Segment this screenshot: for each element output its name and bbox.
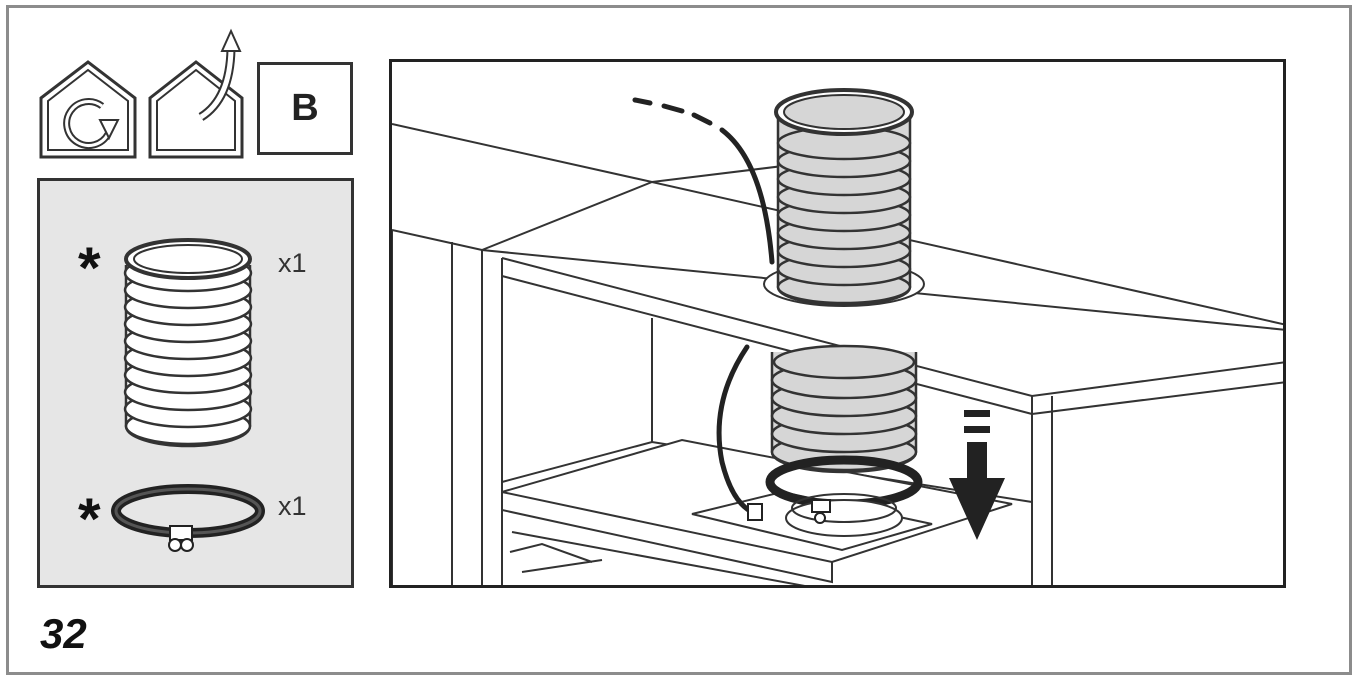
hose-marker-asterisk: * xyxy=(78,236,101,301)
hose-quantity: x1 xyxy=(278,248,307,278)
installation-illustration xyxy=(392,88,1283,585)
hose-upper xyxy=(763,88,925,307)
down-arrow-icon xyxy=(949,410,1005,540)
hose-clamp-part xyxy=(111,484,265,552)
parts-panel xyxy=(37,178,354,588)
extraction-mode-icon xyxy=(148,28,244,159)
parts-illustration xyxy=(111,238,265,552)
recirculation-mode-icon xyxy=(39,60,137,159)
figure-number: 32 xyxy=(40,610,87,657)
flexible-hose-part xyxy=(123,238,253,448)
clamp-marker-asterisk: * xyxy=(78,487,101,552)
installation-scene xyxy=(389,59,1286,588)
power-cable xyxy=(632,97,775,515)
hose-lower xyxy=(770,344,918,474)
cable-plug xyxy=(747,503,763,521)
mode-badge: B xyxy=(257,62,353,155)
clamp-on-hose xyxy=(765,455,923,537)
clamp-quantity: x1 xyxy=(278,491,307,521)
